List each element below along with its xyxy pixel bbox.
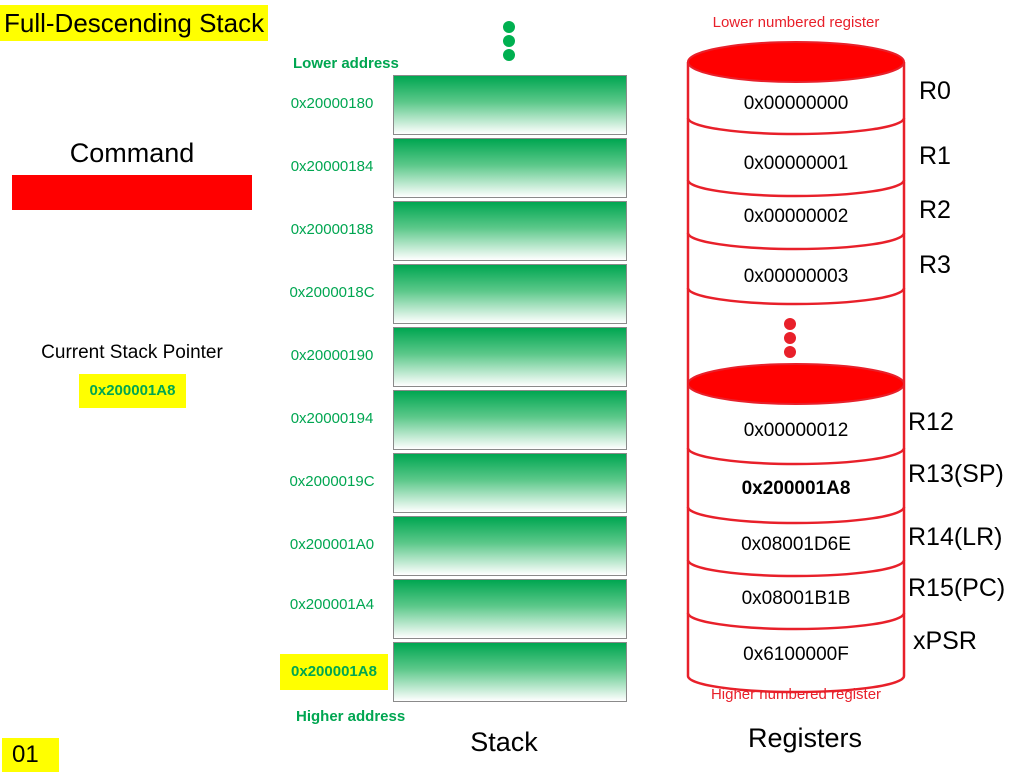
register-name: R3 [919,251,951,279]
stack-cell [393,516,627,576]
ellipsis-dot-icon [503,35,515,47]
stack-address: 0x20000180 [290,95,374,112]
stack-address: 0x2000018C [289,284,375,301]
stack-address: 0x2000019C [289,473,375,490]
page-title: Full-Descending Stack [0,5,269,41]
stack-address: 0x20000184 [290,158,374,175]
register-divider [686,179,906,198]
register-value: 0x00000001 [743,153,849,174]
register-value: 0x08001B1B [741,588,851,609]
higher-register-note: Higher numbered register [710,686,882,703]
lower-cylinder-body [686,384,906,676]
command-bar [12,175,252,210]
register-divider [686,232,906,251]
stack-address: 0x200001A0 [289,536,375,553]
register-name: R0 [919,77,951,105]
register-divider [686,675,906,694]
stack-pointer-label: Current Stack Pointer [41,342,223,363]
ellipsis-dot-icon [503,49,515,61]
higher-address-note: Higher address [296,708,406,725]
stack-label: Stack [470,727,538,757]
lower-address-note: Lower address [293,55,399,72]
register-value: 0x08001D6E [741,534,851,555]
stack-cell [393,390,627,450]
register-divider [686,447,906,466]
upper-cylinder-top [687,41,905,83]
stack-pointer-value: 0x200001A8 [79,374,186,408]
ellipsis-dot-icon [784,346,796,358]
page-number: 01 [2,738,59,772]
stack-cell [393,264,627,324]
ellipsis-dot-icon [503,21,515,33]
register-name: R15(PC) [908,574,1006,602]
register-divider [686,117,906,136]
stack-cell [393,327,627,387]
stack-address: 0x20000194 [290,410,374,427]
stack-cell [393,201,627,261]
register-divider [686,287,906,306]
stack-cell [393,75,627,135]
register-value: 0x00000002 [743,206,849,227]
register-name: R14(LR) [908,523,1003,551]
register-name: R13(SP) [908,460,1004,488]
command-label: Command [69,138,195,168]
registers-label: Registers [747,723,863,753]
stack-address: 0x200001A4 [289,596,375,613]
stack-cell [393,138,627,198]
register-name: R1 [919,142,951,170]
register-value: 0x6100000F [743,644,849,665]
lower-cylinder-top [687,363,905,405]
ellipsis-dot-icon [784,318,796,330]
register-divider [686,559,906,578]
ellipsis-dot-icon [784,332,796,344]
register-divider [686,612,906,631]
stack-cell [393,453,627,513]
register-name: R2 [919,196,951,224]
register-value: 0x00000003 [743,266,849,287]
register-value: 0x00000000 [743,93,849,114]
upper-cylinder-body [686,62,906,384]
stack-address: 0x20000188 [290,221,374,238]
stack-cell [393,642,627,702]
register-name: xPSR [913,627,977,655]
register-value-sp: 0x200001A8 [741,478,851,499]
stack-address-highlighted: 0x200001A8 [280,654,388,690]
register-name: R12 [908,408,954,436]
stack-cell [393,579,627,639]
register-value: 0x00000012 [743,420,849,441]
register-divider [686,506,906,525]
lower-register-note: Lower numbered register [712,14,880,31]
stack-address: 0x20000190 [290,347,374,364]
